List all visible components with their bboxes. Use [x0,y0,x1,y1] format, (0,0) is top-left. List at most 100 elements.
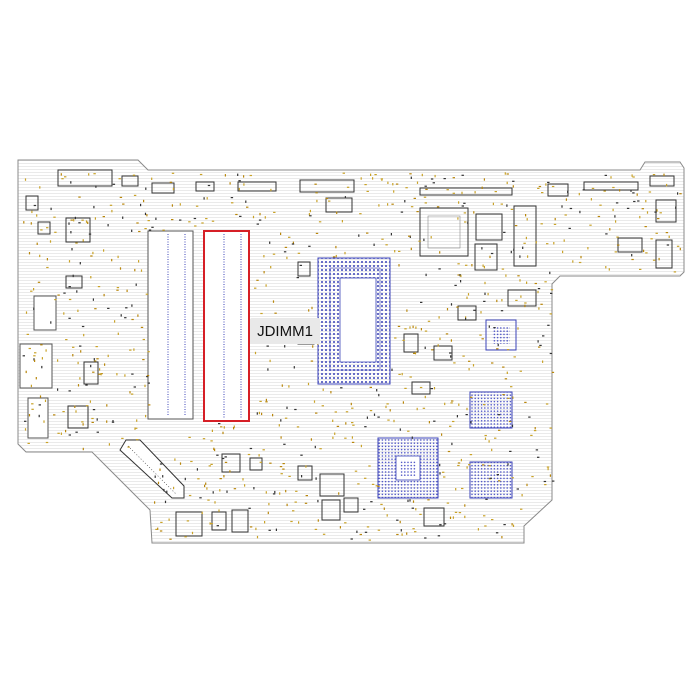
pad [93,205,95,209]
pad [214,448,216,452]
pad [423,238,425,241]
pad [209,522,211,525]
pad [363,508,366,510]
pad [53,216,56,218]
pad [409,499,411,502]
pad [43,420,45,423]
pad [668,235,670,238]
pad [290,520,293,523]
pad [31,408,34,410]
pad [253,487,255,490]
pad [220,426,223,428]
pad [68,286,71,288]
pad [439,472,441,475]
pad [481,338,484,340]
pad [444,402,446,406]
pad [346,186,350,188]
pad [455,488,457,491]
pad [395,183,399,185]
pad [100,373,102,376]
pad [341,220,343,223]
pad [446,189,449,191]
pad [458,201,460,204]
pad [340,387,343,389]
pad [81,421,84,423]
pad [104,363,106,366]
pad [449,516,452,519]
pad [605,266,607,269]
pad [351,422,354,424]
pad [46,227,49,229]
pad [389,409,391,412]
pad [463,212,467,214]
pad [390,233,392,236]
pad [414,352,417,355]
pad [179,219,182,221]
pad [568,227,571,229]
pad [314,183,317,185]
pad [304,502,308,504]
pad [38,404,41,406]
pad [309,209,311,213]
pad [494,191,497,193]
pad [531,476,534,478]
pad [438,316,440,319]
pad [85,220,88,223]
pad [524,401,527,403]
pad [370,173,372,176]
pad [216,525,219,527]
pad [360,177,362,180]
pad [159,463,163,465]
pad [131,373,134,375]
pad [428,421,430,424]
pad [267,511,269,515]
pad [85,384,88,386]
pad [314,528,318,530]
pad [263,271,265,274]
pad [563,239,565,242]
pad [460,458,462,462]
pad [452,192,455,194]
pad [28,252,31,255]
pad [412,500,415,503]
pad [515,299,518,301]
pad [650,238,653,240]
pad [504,172,506,175]
pad [169,181,173,183]
pad [387,203,389,206]
pad [259,400,262,402]
pad [567,190,569,194]
pad [97,286,101,288]
pad [72,346,75,348]
pad [542,360,544,363]
pad [424,395,426,399]
pad [467,221,469,224]
pad [466,296,468,299]
pad [397,325,401,327]
pad [282,468,285,470]
pad [144,228,147,230]
pad [506,181,508,185]
pad [41,365,43,369]
pad [491,362,494,364]
pad [269,241,271,244]
pad [456,306,459,308]
pad [630,189,632,192]
top-connectors [57,169,675,197]
pad [205,218,208,220]
pad [498,429,501,431]
pad [420,328,422,331]
pad [96,418,98,421]
pad [39,186,41,189]
diagonal-connector [119,439,185,499]
pad [391,203,394,205]
pad [657,218,660,220]
pad [612,186,615,189]
pad [378,393,380,397]
pad [543,480,547,483]
pad [242,478,244,481]
pad [188,436,191,438]
pad [410,176,412,179]
pad [465,414,468,416]
dimm-slot-highlighted[interactable] [203,230,250,422]
